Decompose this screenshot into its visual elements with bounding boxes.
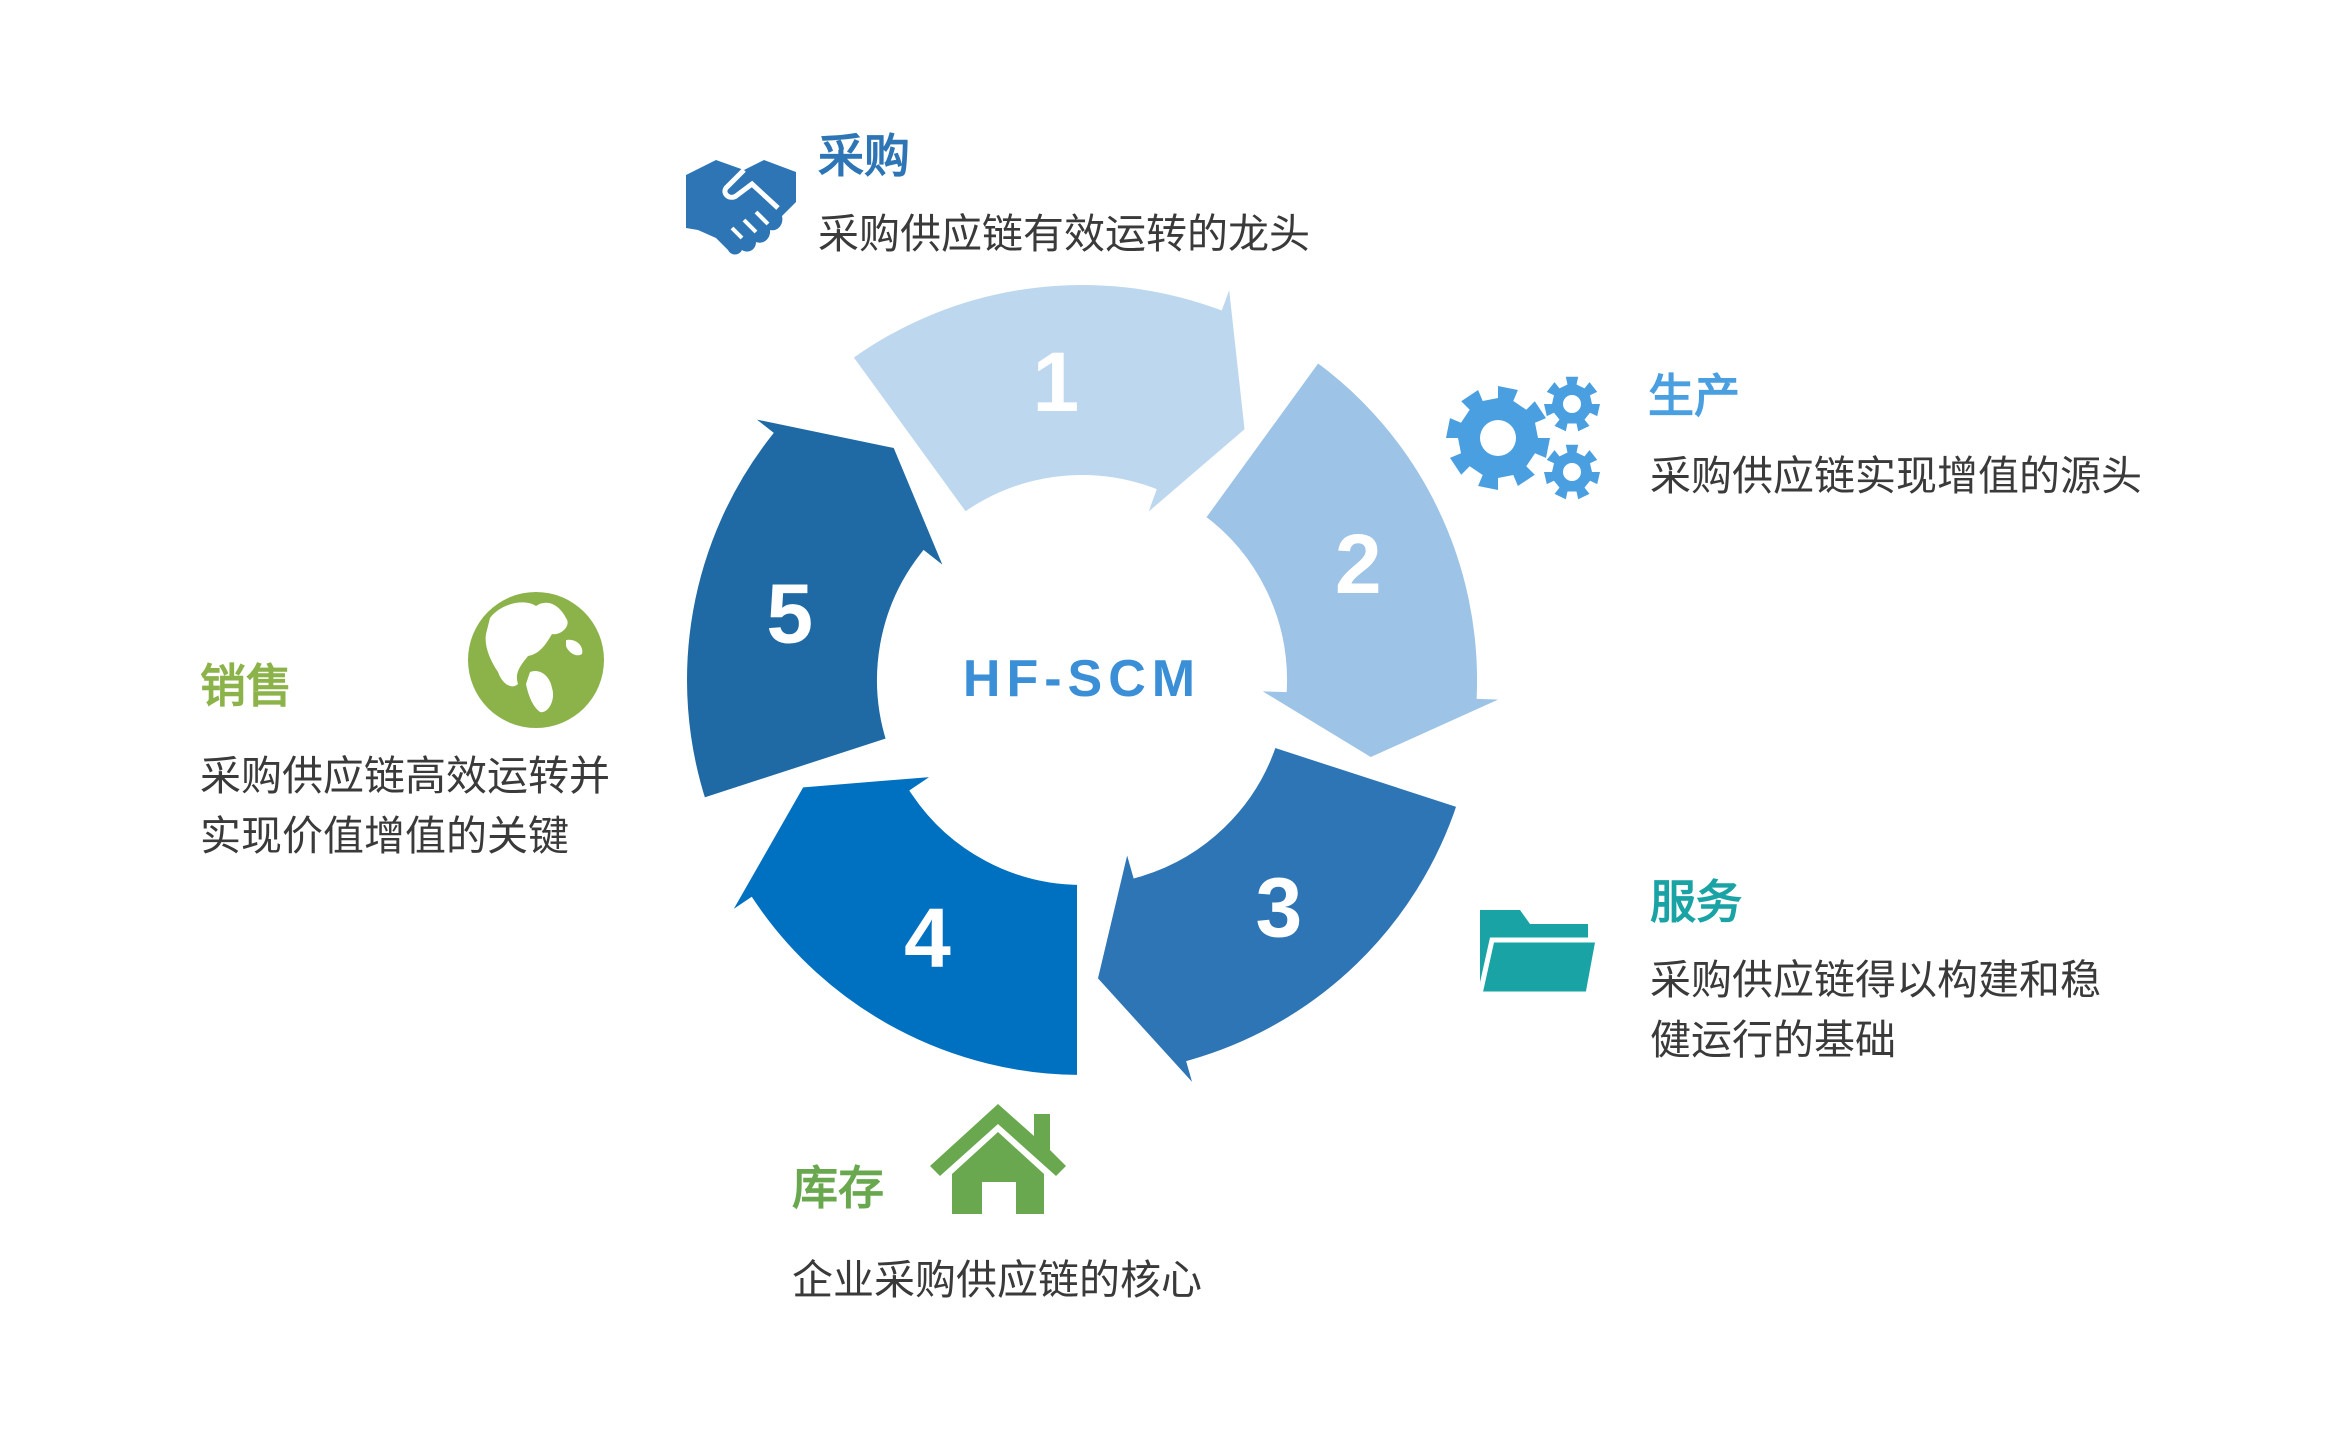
cycle-arrow-procurement [839, 266, 1256, 545]
sales-title: 销售 [200, 659, 292, 713]
cycle-arrow-service [1087, 735, 1469, 1105]
gears-icon [1446, 376, 1600, 500]
center-label: HF-SCM [963, 650, 1201, 708]
inventory-desc-line-1: 企业采购供应链的核心 [792, 1256, 1202, 1304]
step-number-5: 5 [766, 567, 813, 661]
step-number-1: 1 [1033, 335, 1080, 429]
service-title: 服务 [1650, 875, 1742, 929]
production-title: 生产 [1648, 369, 1740, 423]
step-number-2: 2 [1335, 517, 1382, 611]
cycle-arrow-inventory [714, 764, 1087, 1086]
globe-icon [468, 592, 604, 728]
service-desc-line-2: 健运行的基础 [1650, 1016, 1896, 1064]
procurement-title: 采购 [818, 129, 910, 183]
step-number-4: 4 [904, 891, 951, 985]
step-number-3: 3 [1255, 860, 1302, 954]
cycle-arrows: 1 2 3 4 5 [677, 266, 1522, 1105]
service-desc-line-1: 采购供应链得以构建和稳 [1650, 956, 2101, 1004]
inventory-title: 库存 [792, 1161, 884, 1215]
house-icon [930, 1104, 1066, 1214]
handshake-icon [686, 160, 796, 255]
procurement-desc-line-1: 采购供应链有效运转的龙头 [818, 210, 1310, 258]
folder-icon [1476, 910, 1602, 997]
production-desc-line-1: 采购供应链实现增值的源头 [1650, 452, 2142, 500]
sales-desc-line-1: 采购供应链高效运转并 [200, 752, 610, 800]
cycle-arrow-sales [677, 405, 967, 810]
sales-desc-line-2: 实现价值增值的关键 [200, 812, 569, 860]
cycle-arrow-production [1192, 349, 1522, 769]
